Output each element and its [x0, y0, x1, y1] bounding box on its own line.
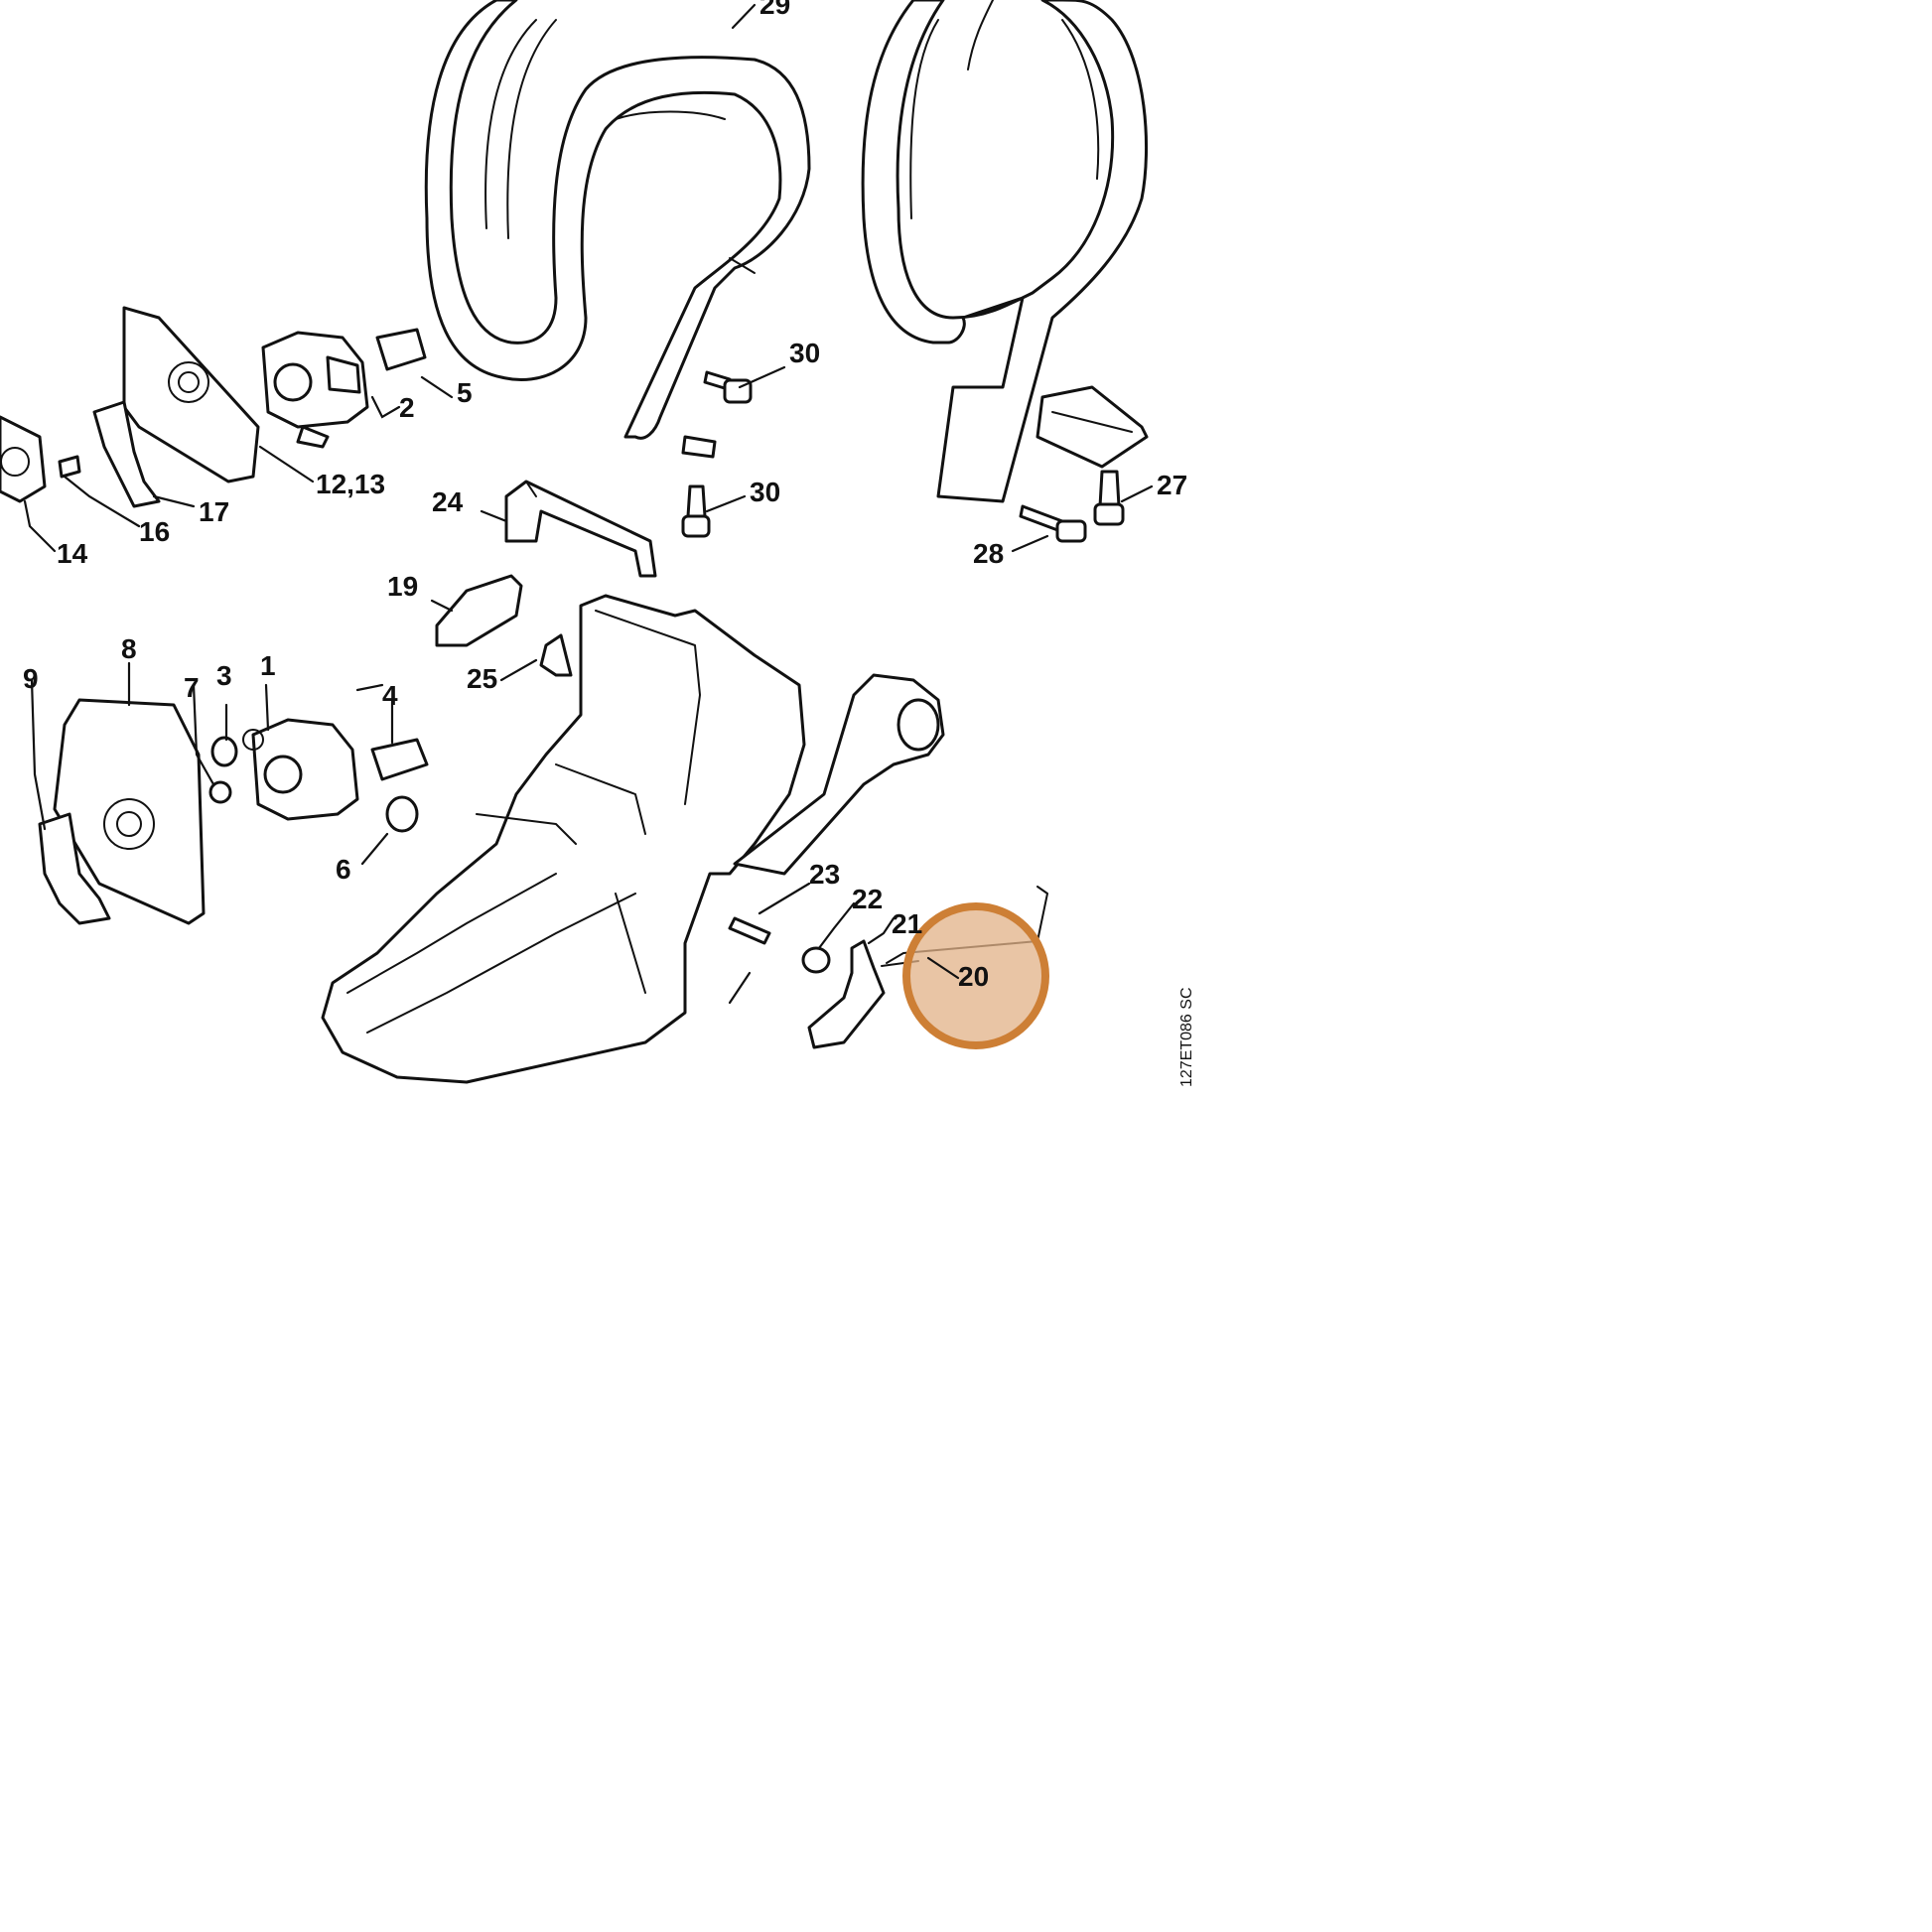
o-ring-3	[210, 736, 238, 767]
callout-30-lower: 30	[750, 477, 780, 507]
callout-4: 4	[382, 680, 398, 711]
callout-8: 8	[121, 633, 137, 664]
lever-21	[807, 939, 886, 1049]
callout-28: 28	[973, 538, 1004, 569]
callout-25: 25	[467, 663, 497, 694]
handlebar-front-left	[424, 0, 811, 459]
callout-labels: 29 30 30 27 28 2 5 12,13 17 16 14 24 19 …	[23, 0, 1187, 992]
reference-code: 127ET086 SC	[1178, 987, 1195, 1087]
callout-14: 14	[57, 538, 88, 569]
callout-7: 7	[184, 672, 200, 703]
leader-lines	[23, 3, 1154, 1005]
lever-17	[92, 400, 161, 508]
main-housing	[321, 594, 806, 1084]
callout-19: 19	[387, 571, 418, 602]
spring-22	[801, 946, 831, 974]
part-19	[435, 574, 523, 647]
callout-24: 24	[432, 486, 464, 517]
plate-12-13	[122, 306, 260, 483]
callout-30-upper: 30	[789, 338, 820, 368]
callout-5: 5	[457, 377, 473, 408]
callout-3: 3	[216, 660, 232, 691]
screw-27	[1093, 470, 1125, 526]
callout-22: 22	[852, 884, 883, 914]
clamp-pad	[1035, 385, 1149, 469]
lever-9	[38, 812, 111, 925]
callout-27: 27	[1157, 470, 1187, 500]
highlight-circle-part-20[interactable]	[902, 902, 1049, 1049]
plate-8	[53, 698, 206, 925]
callout-1: 1	[260, 650, 276, 681]
callout-20: 20	[958, 961, 989, 992]
callout-16: 16	[139, 516, 170, 547]
screw-30-lower	[681, 484, 711, 538]
callout-23: 23	[809, 859, 840, 890]
rear-handle	[733, 673, 945, 876]
part-5	[375, 328, 427, 371]
pin-23	[728, 916, 771, 945]
callout-9: 9	[23, 663, 39, 694]
callout-12-13: 12,13	[316, 469, 385, 499]
callout-29: 29	[759, 0, 790, 20]
nut-7	[208, 780, 232, 804]
callout-17: 17	[199, 496, 229, 527]
callout-21: 21	[892, 908, 922, 939]
handlebar-front-right	[861, 0, 1149, 503]
part-14	[0, 415, 47, 503]
part-25	[539, 633, 573, 677]
callout-6: 6	[336, 854, 351, 885]
screw-28	[1019, 504, 1087, 543]
part-4	[370, 738, 429, 781]
bracket-24	[504, 480, 657, 578]
carburetor-upper	[261, 331, 369, 449]
screw-30-upper	[703, 370, 753, 404]
spring-16	[58, 455, 81, 479]
carburetor-lower	[242, 718, 359, 821]
callout-2: 2	[399, 392, 415, 423]
part-6	[385, 795, 419, 833]
